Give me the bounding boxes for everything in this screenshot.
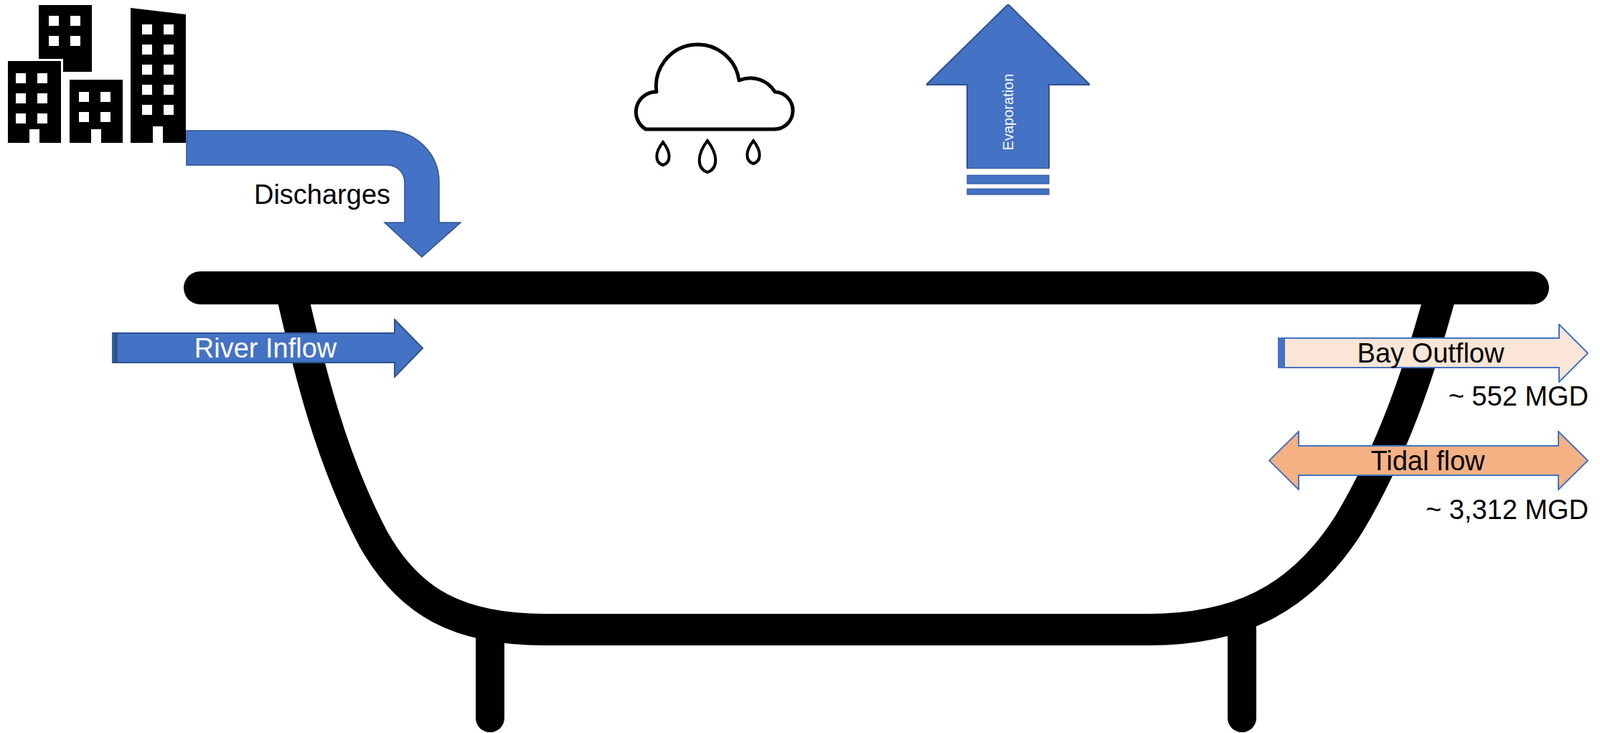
rain-drop	[746, 140, 760, 164]
arrow-label: Evaporation	[1000, 73, 1016, 151]
arrow-outline	[1277, 324, 1588, 382]
rain-drop	[699, 140, 717, 173]
arrow-outline	[1269, 431, 1588, 490]
river-inflow-arrow: River Inflow	[111, 318, 424, 378]
evaporation-arrow: Evaporation	[926, 4, 1090, 169]
bay-outflow-arrow: Bay Outflow	[1277, 323, 1589, 383]
flow-value: ~ 552 MGD	[1448, 381, 1589, 412]
arrow-tail-bar	[1278, 337, 1286, 368]
tidal-flow-arrow: Tidal flow	[1268, 430, 1589, 491]
arrow-tail-bar	[113, 332, 118, 363]
discharges-label: Discharges	[253, 180, 391, 211]
flow-value: ~ 3,312 MGD	[1425, 495, 1589, 526]
arrow-outline	[111, 319, 423, 377]
evaporation-stripe	[967, 188, 1049, 195]
buildings-icon	[7, 5, 186, 143]
rain-cloud	[635, 44, 793, 130]
evaporation-stripe	[967, 175, 1049, 184]
arrow-label: River Inflow	[194, 334, 338, 362]
arrow-label: Bay Outflow	[1357, 339, 1505, 367]
arrow-label: Tidal flow	[1370, 446, 1485, 475]
discharges-arrow	[186, 130, 461, 257]
rain-drop	[656, 142, 669, 166]
arrow-outline	[926, 4, 1090, 169]
